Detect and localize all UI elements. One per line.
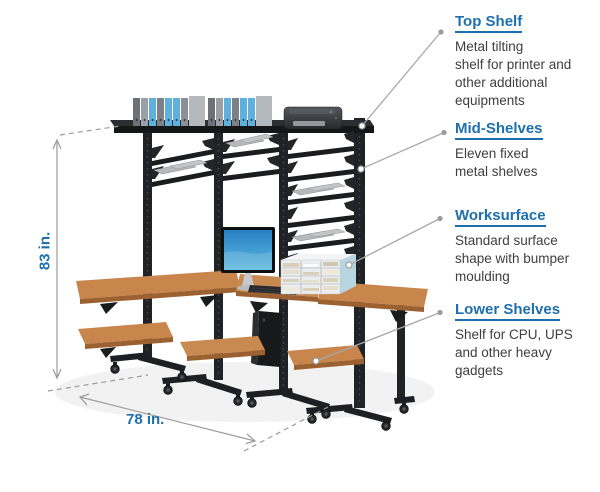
binders-right xyxy=(208,96,272,126)
mid-shelves-left xyxy=(152,138,214,187)
mid-shelves-right xyxy=(288,131,354,274)
callout-title-top-shelf[interactable]: Top Shelf xyxy=(455,13,523,34)
legs-and-casters xyxy=(110,352,415,431)
callout-line-worksurface xyxy=(345,215,443,269)
callout-lower-shelves: Lower Shelves Shelf for CPU, UPS and oth… xyxy=(455,301,600,380)
callout-title-worksurface[interactable]: Worksurface xyxy=(455,207,546,228)
callout-line-lower-shelves xyxy=(312,309,443,365)
callout-title-lower-shelves[interactable]: Lower Shelves xyxy=(455,301,561,322)
height-dimension-label: 83 in. xyxy=(36,231,54,271)
mid-shelves-center xyxy=(223,133,279,181)
height-dimension-arrow xyxy=(47,125,149,392)
printer xyxy=(283,106,343,130)
callout-desc-worksurface: Standard surface shape with bumper mould… xyxy=(455,233,570,284)
monitor xyxy=(221,227,275,291)
callout-title-mid-shelves[interactable]: Mid-Shelves xyxy=(455,120,543,141)
width-dimension-arrow xyxy=(78,393,329,452)
callout-desc-lower-shelves: Shelf for CPU, UPS and other heavy gadge… xyxy=(455,327,573,378)
lower-shelf-left xyxy=(78,322,173,358)
callout-mid-shelves: Mid-Shelves Eleven fixed metal shelves xyxy=(455,120,600,181)
callout-desc-mid-shelves: Eleven fixed metal shelves xyxy=(455,146,538,180)
callout-worksurface: Worksurface Standard surface shape with … xyxy=(455,207,600,286)
callout-top-shelf: Top Shelf Metal tilting shelf for printe… xyxy=(455,13,600,110)
paper-sorter xyxy=(280,254,356,295)
binders-left xyxy=(133,96,205,126)
width-dimension-label: 78 in. xyxy=(126,411,165,428)
callout-line-top-shelf xyxy=(358,29,444,130)
casters xyxy=(110,362,409,431)
lower-shelf-center xyxy=(180,336,265,361)
callout-desc-top-shelf: Metal tilting shelf for printer and othe… xyxy=(455,39,572,108)
callout-line-mid-shelves xyxy=(357,129,447,173)
